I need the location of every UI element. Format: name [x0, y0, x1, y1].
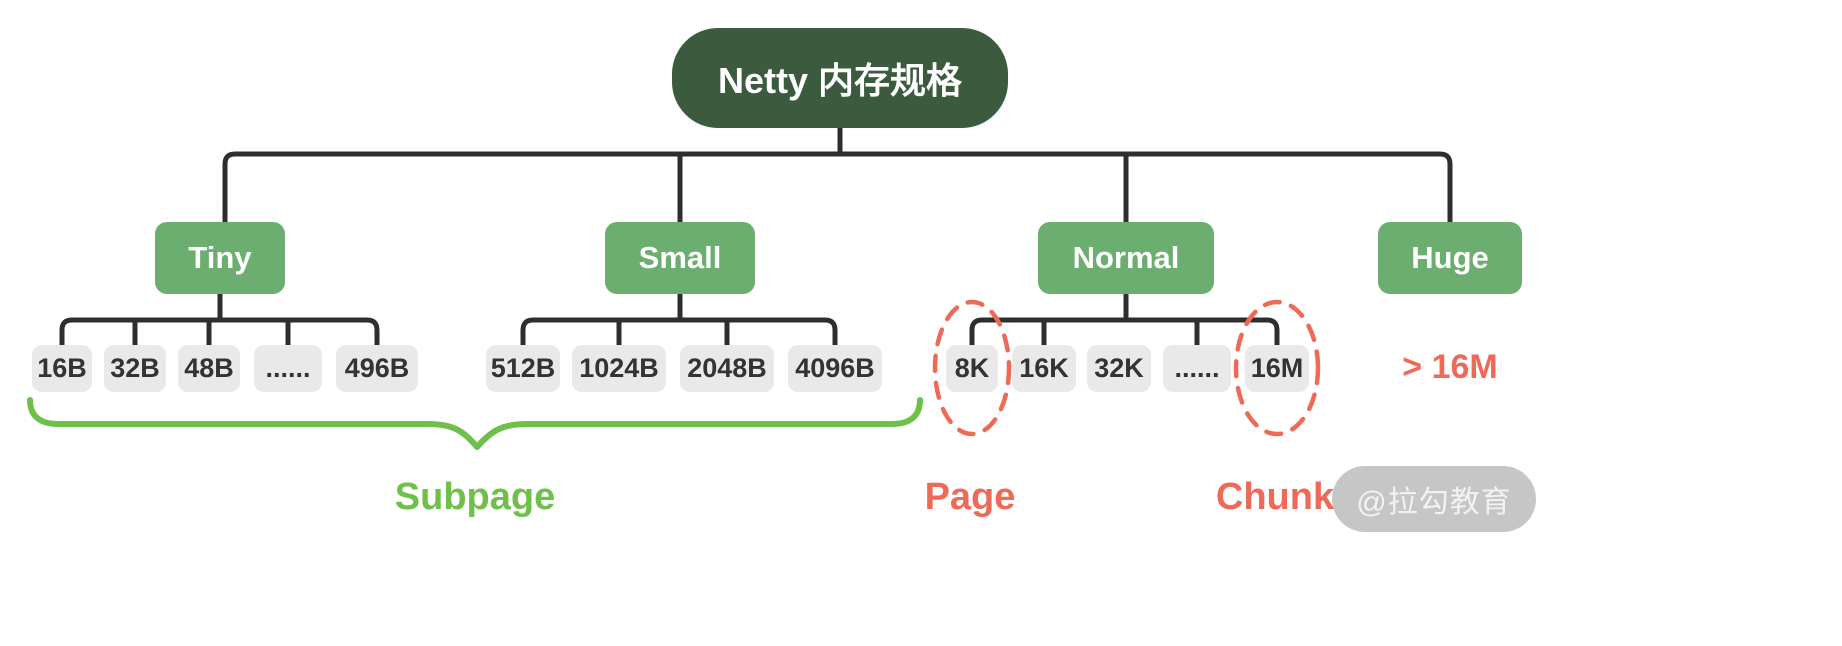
leaf-node-16b: 16B [32, 345, 92, 392]
normal-drop-lines [1041, 317, 1200, 351]
category-node-normal: Normal [1038, 222, 1214, 294]
small-drop-lines [616, 317, 730, 351]
category-node-huge: Huge [1378, 222, 1522, 294]
leaf-node-48b: 48B [178, 345, 240, 392]
leaf-node-512b: 512B [486, 345, 560, 392]
category-node-small: Small [605, 222, 755, 294]
leaf-node-8k: 8K [946, 345, 998, 392]
leaf-node-32b: 32B [104, 345, 166, 392]
leaf-node-16m: 16M [1245, 345, 1309, 392]
root-node: Netty 内存规格 [672, 28, 1008, 128]
page-caption: Page [924, 476, 1016, 518]
leaf-node-496b: 496B [336, 345, 418, 392]
chunk-caption: Chunk [1215, 476, 1335, 518]
huge-range-value: > 16M [1402, 348, 1498, 386]
level1-bus-line [222, 151, 1453, 227]
leaf-node-32k: 32K [1087, 345, 1151, 392]
leaf-node-tiny-ellipsis: ...... [254, 345, 322, 392]
leaf-node-16k: 16K [1012, 345, 1076, 392]
subpage-brace [27, 397, 923, 450]
category-node-tiny: Tiny [155, 222, 285, 294]
leaf-node-4096b: 4096B [788, 345, 882, 392]
leaf-node-normal-ellipsis: ...... [1163, 345, 1231, 392]
leaf-node-1024b: 1024B [572, 345, 666, 392]
tiny-drop-lines [132, 317, 291, 351]
small-bus-line [520, 317, 838, 351]
normal-bus-line [969, 317, 1280, 351]
watermark-badge: @拉勾教育 [1332, 466, 1536, 532]
subpage-caption: Subpage [394, 476, 556, 518]
tiny-bus-line [59, 317, 380, 351]
leaf-node-2048b: 2048B [680, 345, 774, 392]
